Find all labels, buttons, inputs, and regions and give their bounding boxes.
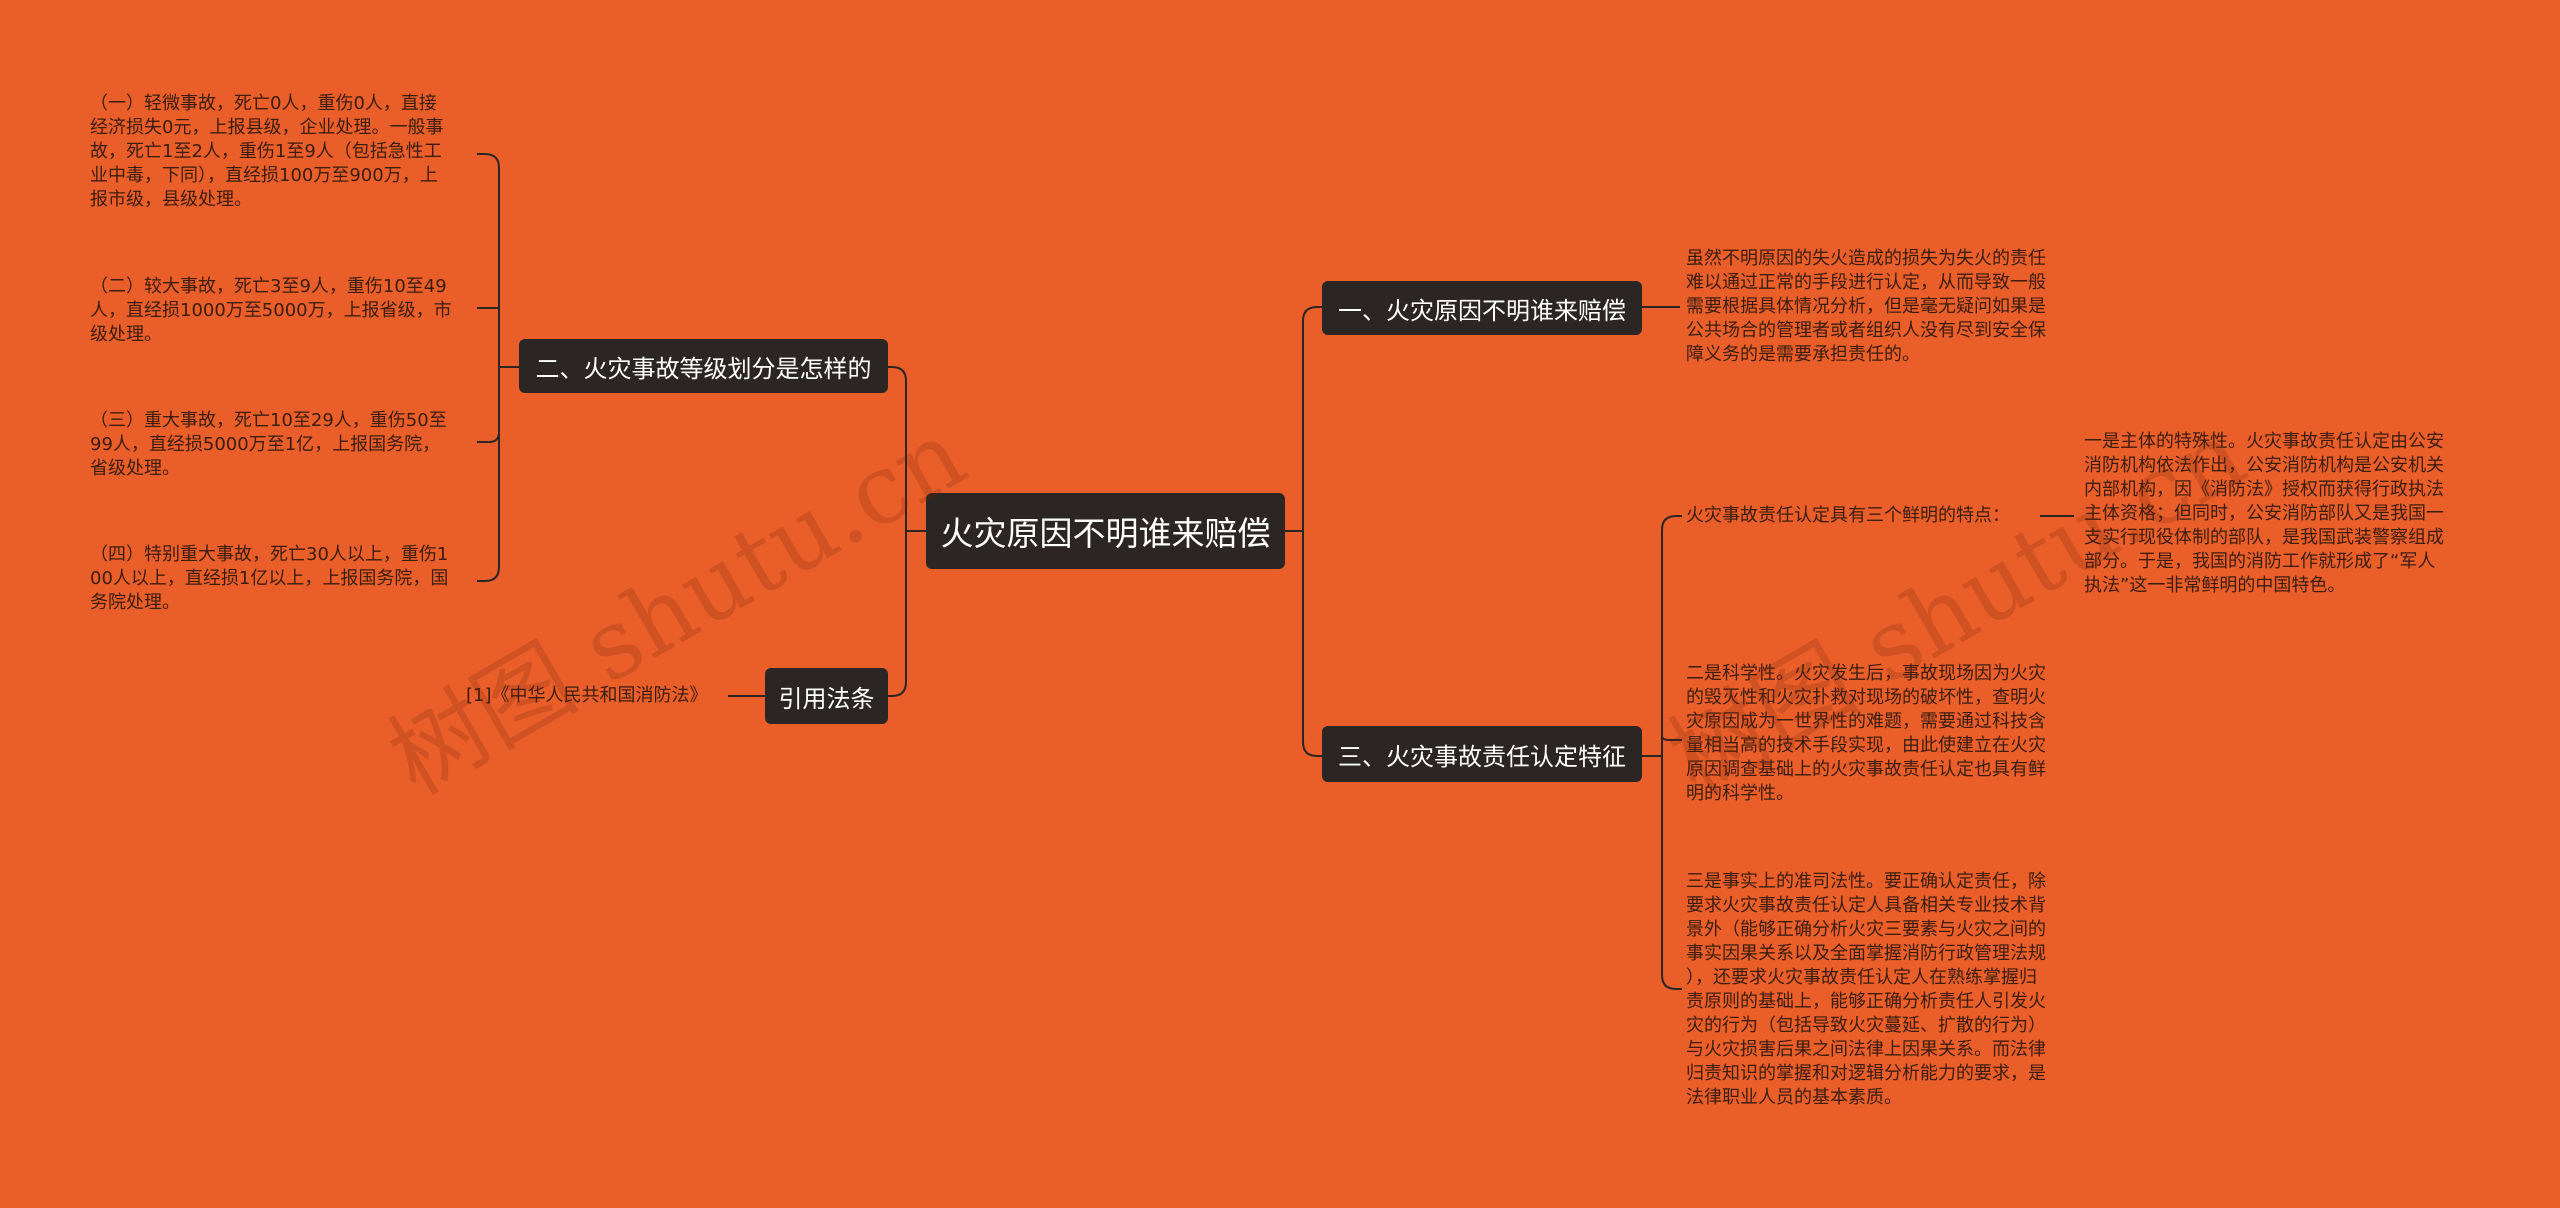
- root-topic[interactable]: 火灾原因不明谁来赔偿: [926, 493, 1285, 569]
- link-b2-l1: [477, 153, 500, 367]
- leaf-three-features: 火灾事故责任认定具有三个鲜明的特点：: [1686, 505, 2010, 526]
- branch-cited-law[interactable]: 引用法条: [765, 668, 888, 724]
- branch-who-compensates[interactable]: 一、火灾原因不明谁来赔偿: [1322, 281, 1642, 335]
- link-b3-l3: [1661, 756, 1682, 990]
- branch-accident-levels[interactable]: 二、火灾事故等级划分是怎样的: [519, 339, 888, 393]
- link-root-b2: [888, 366, 926, 532]
- link-b3-l2: [1661, 735, 1682, 741]
- leaf-compensation-text: 虽然不明原因的失火造成的损失为失火的责任 难以通过正常的手段进行认定，从而导致一…: [1686, 248, 2046, 365]
- link-b3-l1: [1661, 515, 1682, 756]
- link-root-b4: [888, 530, 926, 697]
- link-root-b3: [1285, 530, 1322, 757]
- link-b2-l4: [477, 367, 500, 582]
- link-root-b1: [1285, 306, 1322, 532]
- leaf-scientific-nature: 二是科学性。火灾发生后，事故现场因为火灾 的毁灭性和火灾扑救对现场的破坏性，查明…: [1686, 663, 2046, 804]
- leaf-subject-speciality: 一是主体的特殊性。火灾事故责任认定由公安 消防机构依法作出，公安消防机构是公安机…: [2084, 431, 2444, 596]
- leaf-especially-major-accident: （四）特别重大事故，死亡30人以上，重伤1 00人以上，直经损1亿以上，上报国务…: [90, 544, 449, 613]
- leaf-quasi-judicial-nature: 三是事实上的准司法性。要正确认定责任，除 要求火灾事故责任认定人具备相关专业技术…: [1686, 871, 2046, 1108]
- leaf-fire-protection-law[interactable]: [1]《中华人民共和国消防法》: [466, 685, 708, 706]
- branch-responsibility-features[interactable]: 三、火灾事故责任认定特征: [1322, 726, 1642, 782]
- link-b2-l3: [477, 367, 500, 443]
- leaf-minor-accident: （一）轻微事故，死亡0人，重伤0人，直接 经济损失0元，上报县级，企业处理。一般…: [90, 93, 444, 210]
- leaf-larger-accident: （二）较大事故，死亡3至9人，重伤10至49 人，直经损1000万至5000万，…: [90, 276, 452, 345]
- leaf-major-accident: （三）重大事故，死亡10至29人，重伤50至 99人，直经损5000万至1亿，上…: [90, 410, 447, 479]
